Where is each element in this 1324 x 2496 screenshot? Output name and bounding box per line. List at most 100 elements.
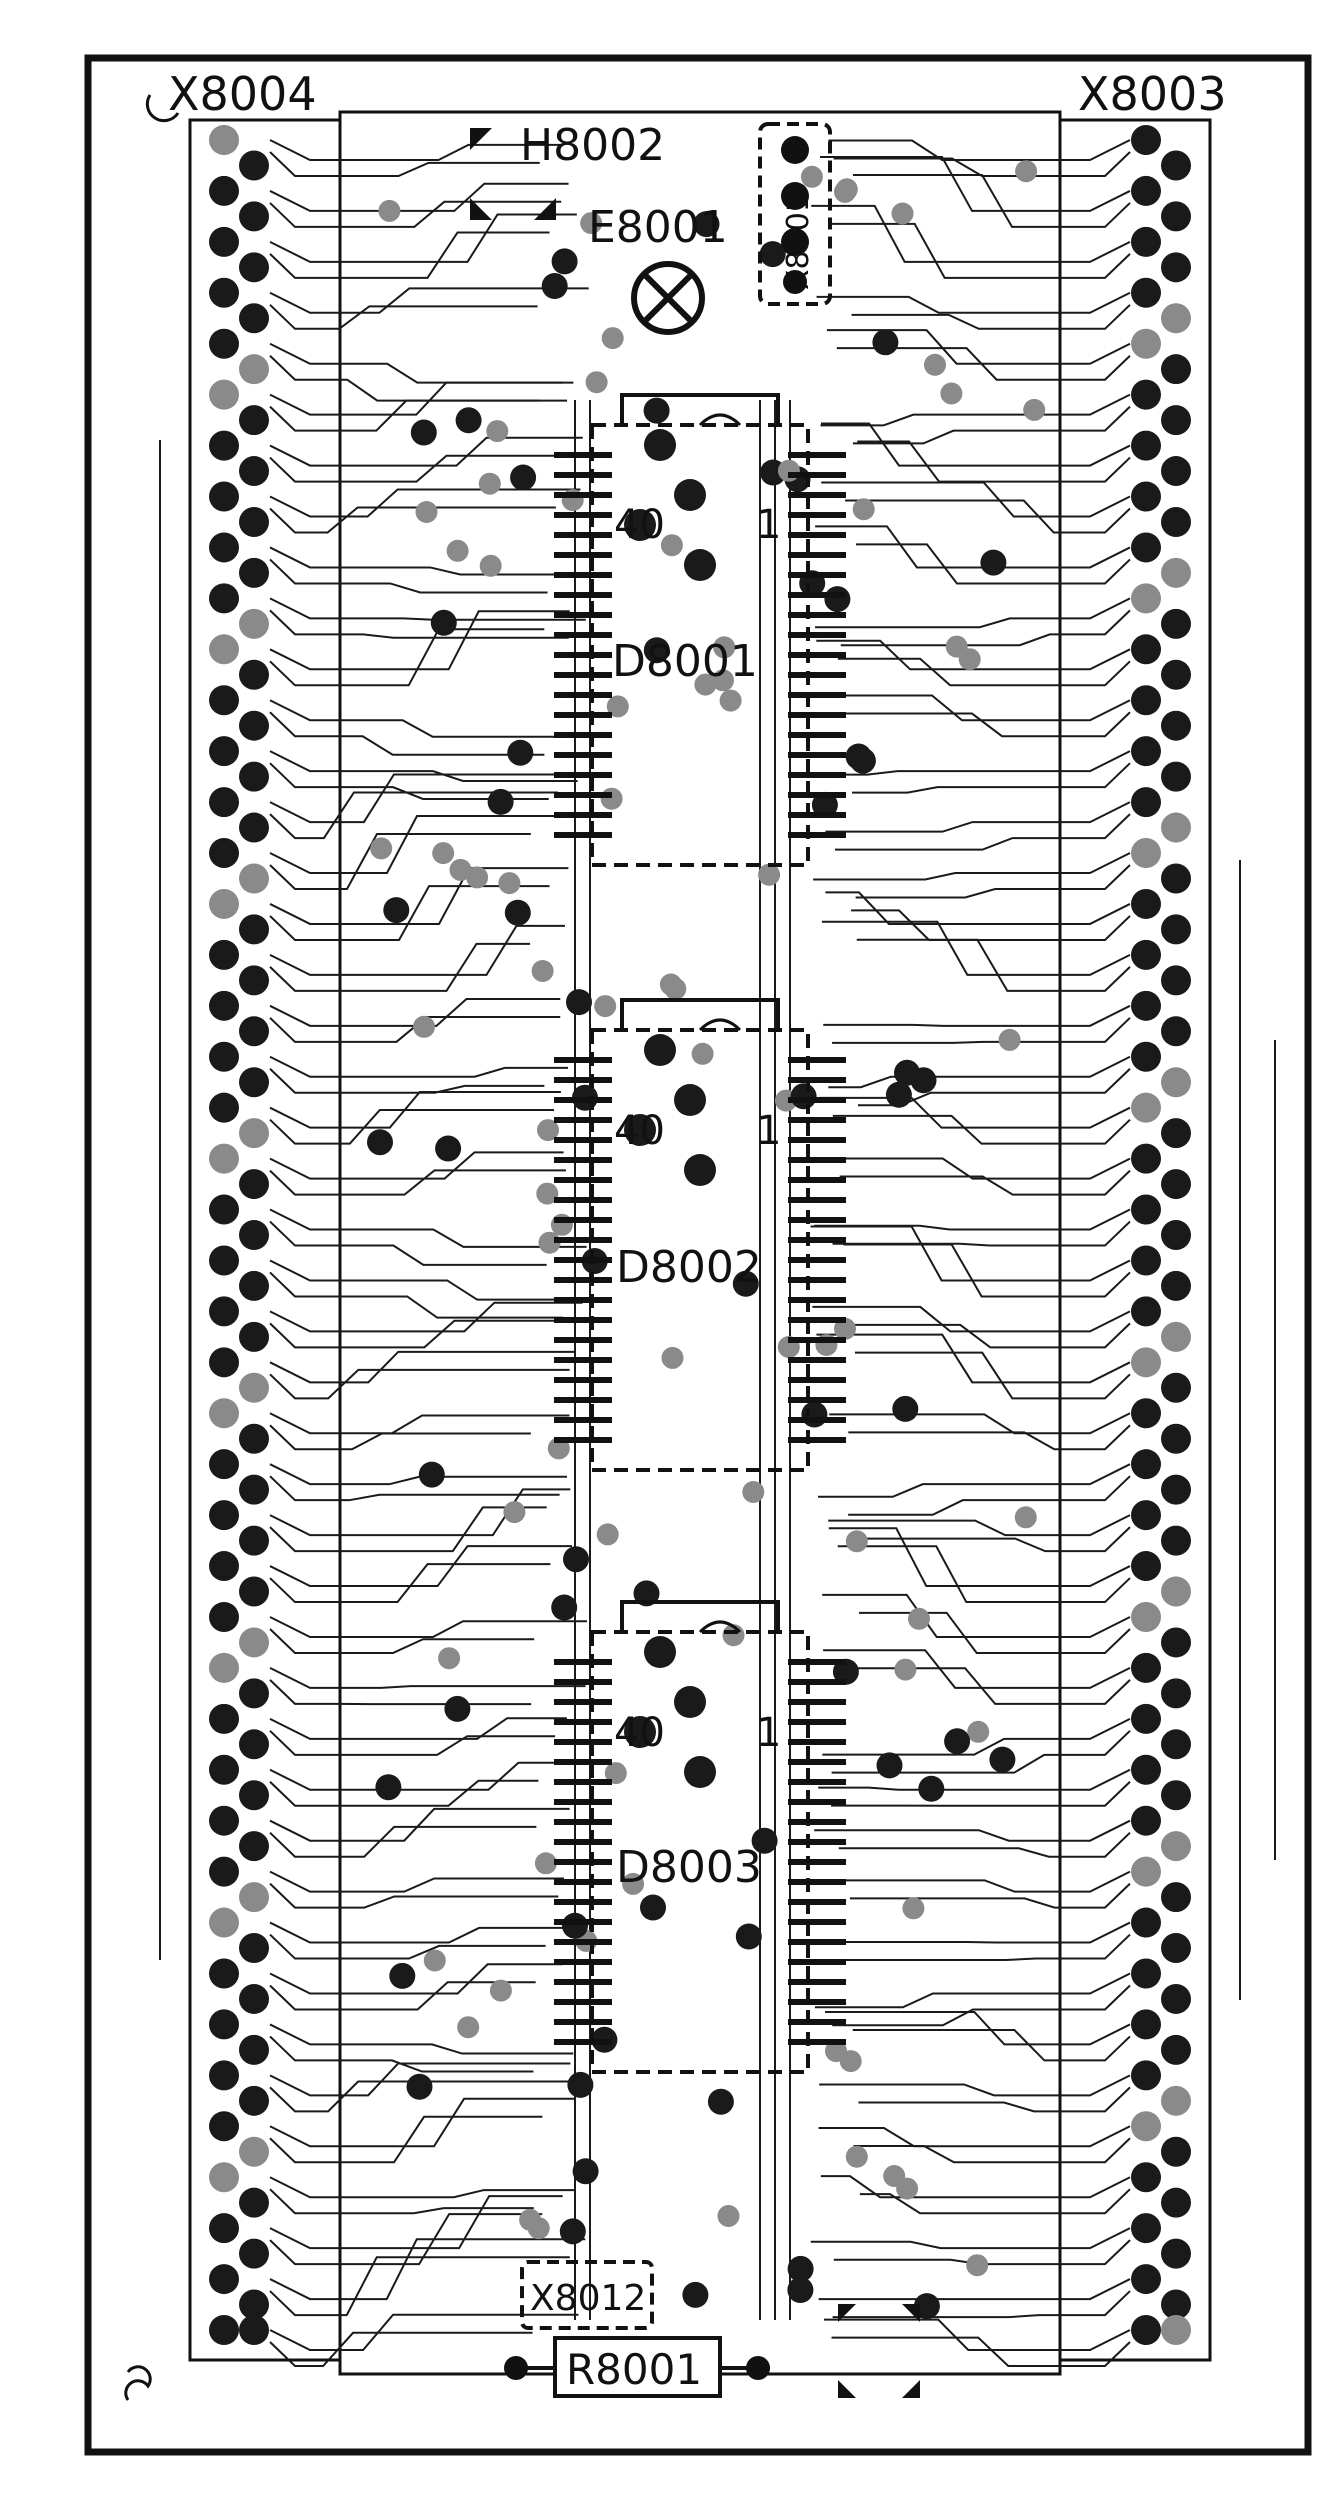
connector-pad — [1131, 1703, 1161, 1734]
connector-pad — [1161, 2136, 1191, 2167]
via — [883, 2165, 906, 2187]
copper-trace — [269, 1963, 563, 1995]
via — [551, 248, 578, 275]
copper-trace — [812, 750, 1131, 776]
copper-trace — [828, 1527, 1131, 1588]
connector-pad — [239, 557, 269, 588]
via — [735, 1923, 762, 1950]
via — [643, 397, 670, 424]
connector-pad — [1161, 303, 1191, 334]
connector-pad — [209, 1703, 239, 1734]
copper-trace — [832, 1984, 1131, 2027]
via — [872, 329, 899, 356]
copper-trace — [812, 1305, 1131, 1333]
via — [594, 995, 617, 1018]
connector-pad — [239, 863, 269, 894]
connector-pad — [209, 379, 239, 410]
copper-trace — [269, 488, 581, 518]
connector-pads — [209, 125, 1191, 2345]
copper-trace — [269, 2256, 570, 2317]
copper-trace — [269, 1870, 564, 1893]
copper-trace — [828, 694, 1131, 722]
copper-trace — [832, 1114, 1131, 1145]
ic-footprint-2 — [554, 998, 846, 1472]
connector-pad — [1161, 1067, 1191, 1098]
copper-trace — [269, 1921, 564, 1944]
corner-mark-icon — [838, 2304, 920, 2398]
connector-pad — [209, 1652, 239, 1683]
via — [580, 212, 603, 235]
label-x8001: X8001 — [781, 193, 816, 290]
connector-pad — [239, 1067, 269, 1098]
copper-trace — [816, 291, 1131, 314]
connector-pad — [1131, 1805, 1161, 1836]
copper-trace — [816, 639, 1131, 671]
copper-trace — [269, 1488, 571, 1537]
via — [891, 202, 914, 225]
copper-trace — [852, 174, 1131, 228]
via — [845, 743, 872, 770]
connector-pad — [1131, 2264, 1161, 2295]
connector-pad — [1161, 201, 1191, 232]
connector-pad — [1161, 1270, 1191, 1301]
copper-trace — [269, 1779, 539, 1807]
connector-pad — [1131, 888, 1161, 919]
connector-pad — [1131, 1601, 1161, 1632]
label-d8002: D8002 — [616, 1242, 762, 1293]
copper-trace — [269, 381, 563, 416]
via — [389, 1962, 416, 1989]
connector-pad — [1131, 175, 1161, 206]
connector-pad — [239, 1627, 269, 1658]
copper-trace — [269, 942, 531, 992]
connector-pad — [1131, 1194, 1161, 1225]
connector-pad — [1161, 1423, 1191, 1454]
copper-trace — [836, 347, 1131, 381]
via — [600, 787, 623, 810]
copper-trace — [815, 525, 1131, 569]
via — [691, 1042, 714, 1065]
via — [606, 695, 629, 718]
copper-trace — [269, 1730, 556, 1756]
via — [834, 1317, 856, 1340]
connector-pad — [209, 634, 239, 665]
connector-pad — [209, 1449, 239, 1480]
mounting-mark-icon — [470, 128, 556, 220]
connector-pad — [1161, 2315, 1191, 2345]
connector-pad — [1161, 1627, 1191, 1658]
copper-trace — [269, 1667, 586, 1689]
connector-pad — [1161, 1882, 1191, 1913]
connector-pad — [1161, 965, 1191, 996]
via — [438, 1647, 461, 1670]
copper-trace — [269, 997, 561, 1027]
connector-pad — [209, 1092, 239, 1123]
copper-trace — [844, 1933, 1131, 1962]
copper-trace — [845, 499, 1131, 534]
connector-x8001-pins — [781, 136, 809, 294]
copper-trace — [820, 422, 1131, 467]
via — [503, 1501, 526, 1524]
connector-pad — [1161, 1780, 1191, 1811]
connector-pad — [1131, 685, 1161, 716]
connector-pad — [209, 583, 239, 614]
ic-footprints — [554, 393, 846, 2074]
connector-pad — [209, 1500, 239, 1531]
connector-pad — [1161, 1576, 1191, 1607]
connector-pad — [1161, 252, 1191, 283]
copper-trace — [848, 1424, 1131, 1451]
copper-trace — [820, 2175, 1131, 2199]
via — [800, 165, 823, 188]
connector-pad — [239, 1220, 269, 1250]
connector-pad — [239, 914, 269, 945]
copper-trace — [269, 762, 549, 800]
via — [383, 897, 410, 924]
connector-pad — [239, 2238, 269, 2269]
copper-trace — [269, 546, 574, 576]
copper-trace — [852, 762, 1131, 794]
copper-trace — [269, 231, 550, 279]
copper-trace — [269, 924, 565, 976]
connector-pad — [1131, 787, 1161, 818]
connector-pad — [239, 506, 269, 537]
copper-trace — [821, 481, 1131, 518]
copper-trace — [269, 1350, 575, 1384]
copper-trace — [269, 1679, 532, 1706]
